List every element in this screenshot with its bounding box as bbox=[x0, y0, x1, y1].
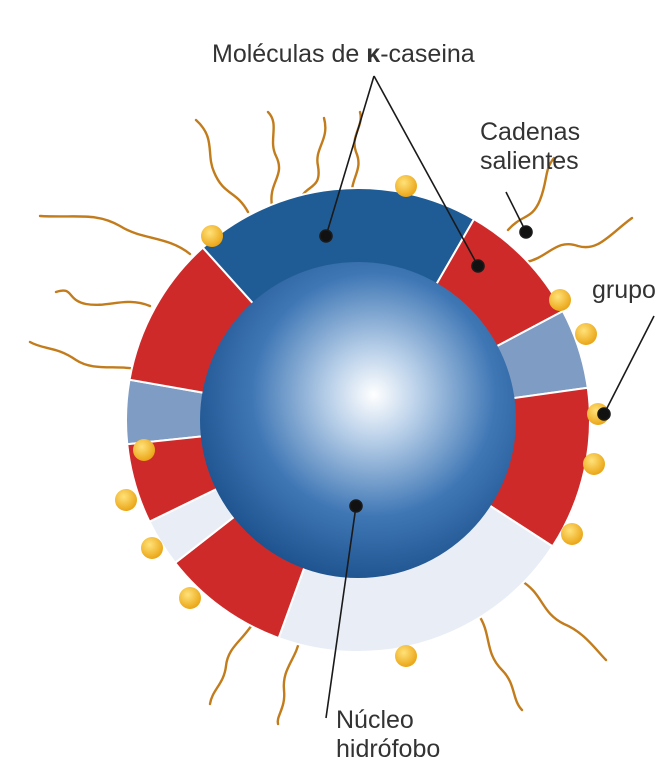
kappa-label-suffix: -caseina bbox=[380, 40, 475, 68]
protruding-chain bbox=[30, 342, 140, 370]
group-label: grupo bbox=[592, 276, 656, 305]
kappa-casein-label: Moléculas de κ-caseina bbox=[212, 40, 475, 69]
core-label-line1: Núcleo bbox=[336, 706, 440, 735]
kappa-marker-left bbox=[320, 230, 332, 242]
hydrophobic-core bbox=[200, 262, 516, 578]
chains-label-line2: salientes bbox=[480, 147, 580, 176]
kappa-symbol: κ bbox=[366, 40, 380, 68]
group-dot bbox=[561, 523, 583, 545]
core-marker bbox=[350, 500, 362, 512]
group-dot bbox=[141, 537, 163, 559]
kappa-label-prefix: Moléculas de bbox=[212, 40, 366, 68]
protruding-chain bbox=[268, 112, 279, 206]
group-dot bbox=[179, 587, 201, 609]
protruding-chain bbox=[478, 614, 522, 710]
protruding-chain bbox=[210, 620, 255, 704]
protruding-chain bbox=[196, 120, 248, 212]
kappa-marker-right bbox=[472, 260, 484, 272]
protruding-chain bbox=[300, 118, 325, 200]
group-dot bbox=[201, 225, 223, 247]
group-dot bbox=[583, 453, 605, 475]
group-dot bbox=[395, 645, 417, 667]
group-marker bbox=[598, 408, 610, 420]
protruding-chain bbox=[278, 638, 300, 724]
group-dot bbox=[549, 289, 571, 311]
chains-marker bbox=[520, 226, 532, 238]
group-leader bbox=[604, 316, 654, 414]
group-dot bbox=[395, 175, 417, 197]
group-dot bbox=[133, 439, 155, 461]
group-dot bbox=[115, 489, 137, 511]
core-label-line2: hidrófobo bbox=[336, 735, 440, 764]
protruding-chain bbox=[520, 580, 606, 660]
protruding-chain bbox=[40, 216, 190, 254]
protruding-chain bbox=[526, 218, 632, 262]
group-dot bbox=[575, 323, 597, 345]
protruding-chain bbox=[56, 291, 150, 306]
chains-label-line1: Cadenas bbox=[480, 118, 580, 147]
